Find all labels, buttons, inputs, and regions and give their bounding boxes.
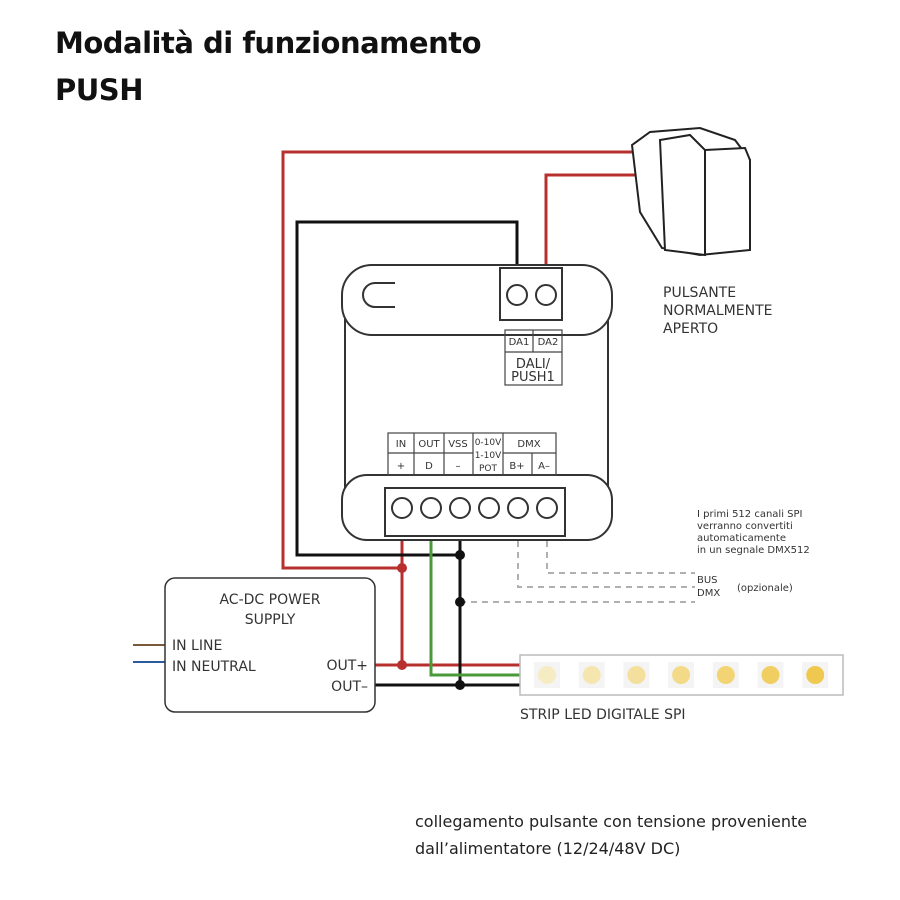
label-bplus: B+ bbox=[509, 461, 524, 472]
switch-label-1: PULSANTE bbox=[663, 285, 736, 301]
label-push1: PUSH1 bbox=[511, 370, 555, 385]
led-icon bbox=[716, 666, 735, 684]
terminal-da2 bbox=[535, 284, 557, 306]
junction-dots bbox=[397, 550, 465, 690]
label-1-10v: 1-10V bbox=[475, 451, 502, 461]
label-pot: POT bbox=[479, 464, 498, 474]
psu-title-2: SUPPLY bbox=[245, 612, 296, 628]
wire-black-outer bbox=[295, 220, 519, 557]
label-d: D bbox=[425, 461, 433, 472]
led-icon bbox=[627, 666, 646, 684]
switch-label-3: APERTO bbox=[663, 321, 718, 337]
label-da2: DA2 bbox=[538, 337, 559, 348]
led-icon bbox=[761, 666, 780, 684]
caption-line-1: collegamento pulsante con tensione prove… bbox=[415, 812, 808, 831]
label-dali: DALI/ bbox=[516, 357, 551, 372]
dali-label-box bbox=[504, 329, 563, 386]
label-da1: DA1 bbox=[509, 337, 530, 348]
terminal-da1 bbox=[506, 284, 528, 306]
label-out: OUT bbox=[418, 439, 440, 450]
psu-title-1: AC-DC POWER bbox=[219, 592, 320, 608]
dmx-note-4: in un segnale DMX512 bbox=[697, 545, 810, 556]
psu-in-line: IN LINE bbox=[172, 638, 222, 654]
label-dmx: DMX bbox=[517, 439, 540, 450]
io-label-table bbox=[387, 432, 557, 476]
power-supply-box bbox=[164, 577, 376, 713]
label-plus: + bbox=[397, 461, 405, 472]
psu-out-plus: OUT+ bbox=[326, 658, 368, 674]
label-aminus: A– bbox=[538, 461, 550, 472]
dmx-note-1: I primi 512 canali SPI bbox=[697, 509, 802, 520]
optional-label: (opzionale) bbox=[737, 583, 793, 594]
led-icon bbox=[582, 666, 601, 684]
push-button-icon bbox=[630, 126, 751, 257]
psu-out-minus: OUT– bbox=[331, 679, 368, 695]
wire-red-switch bbox=[544, 173, 640, 295]
label-vss: VSS bbox=[448, 439, 468, 450]
led-icon bbox=[672, 666, 691, 684]
label-0-10v: 0-10V bbox=[475, 438, 502, 448]
led-strip-leds bbox=[534, 662, 829, 688]
dmx-note-2: verranno convertiti bbox=[697, 521, 793, 532]
switch-label-2: NORMALMENTE bbox=[663, 303, 772, 319]
led-icon bbox=[806, 666, 825, 684]
strip-label: STRIP LED DIGITALE SPI bbox=[520, 707, 686, 723]
controller-body bbox=[341, 264, 613, 541]
label-in: IN bbox=[396, 439, 406, 450]
dmx-label: DMX bbox=[697, 588, 720, 599]
caption-line-2: dall’alimentatore (12/24/48V DC) bbox=[415, 839, 681, 858]
page-title: Modalità di funzionamento bbox=[55, 26, 482, 60]
psu-in-neutral: IN NEUTRAL bbox=[172, 659, 256, 675]
bottom-terminals bbox=[391, 497, 558, 519]
label-minus: – bbox=[456, 461, 461, 472]
wire-red-outer bbox=[281, 150, 640, 570]
wire-green-data bbox=[429, 508, 520, 677]
bus-label: BUS bbox=[697, 575, 718, 586]
page-subtitle: PUSH bbox=[55, 73, 143, 107]
dmx-note-3: automaticamente bbox=[697, 533, 786, 544]
led-icon bbox=[538, 666, 556, 684]
